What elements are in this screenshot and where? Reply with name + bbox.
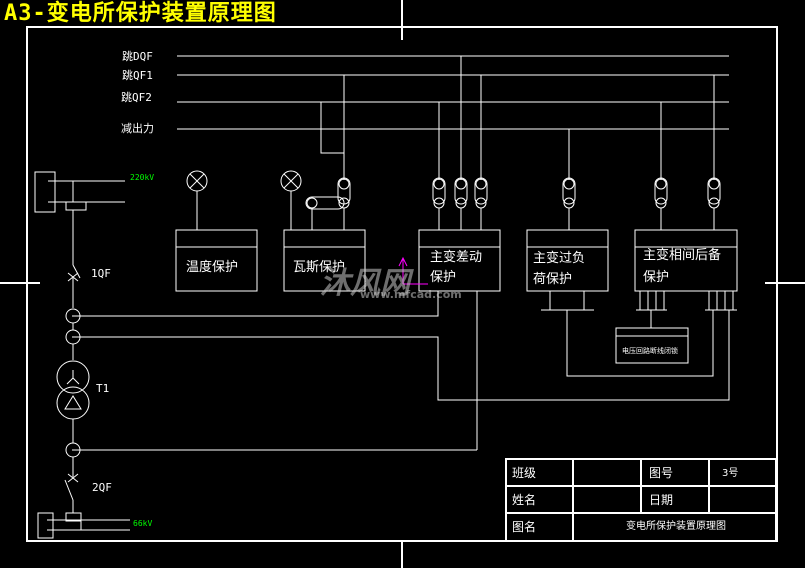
drawing-no-value: 3号 bbox=[722, 468, 739, 479]
title-block bbox=[505, 458, 777, 542]
drawing-name-label: 图名 bbox=[512, 520, 537, 534]
overload-protection-line2: 荷保护 bbox=[533, 272, 573, 287]
backup-protection-line1: 主变相间后备 bbox=[643, 248, 722, 263]
backup-protection-line2: 保护 bbox=[643, 270, 670, 285]
transformer-label: T1 bbox=[96, 382, 110, 395]
bus-label-trip-dqf: 跳DQF bbox=[122, 50, 153, 63]
bus-label-reduce-output: 减出力 bbox=[121, 122, 154, 135]
drawing-name-value: 变电所保护装置原理图 bbox=[626, 521, 726, 532]
drawing-title: A3-变电所保护装置原理图 bbox=[4, 1, 277, 26]
breaker-1qf-label: 1QF bbox=[91, 267, 111, 280]
gas-protection-box: 瓦斯保护 bbox=[293, 260, 346, 275]
relay-contact-icons bbox=[305, 177, 721, 210]
breaker-2qf-label: 2QF bbox=[92, 481, 112, 494]
voltage-high-label: 220kV bbox=[130, 173, 155, 182]
date-label: 日期 bbox=[649, 493, 674, 507]
differential-protection-line1: 主变差动 bbox=[430, 250, 483, 265]
overload-protection-line1: 主变过负 bbox=[533, 251, 586, 266]
voltage-low-label: 66kV bbox=[133, 519, 153, 528]
name-label: 姓名 bbox=[512, 493, 537, 507]
indicator-lamp-icons bbox=[186, 170, 302, 230]
voltage-circuit-lockout-box: 电压回路断线闭锁 bbox=[622, 347, 678, 355]
drawing-no-label: 图号 bbox=[649, 466, 674, 480]
temperature-protection-box: 温度保护 bbox=[186, 260, 239, 275]
class-label: 班级 bbox=[512, 466, 537, 480]
bus-label-trip-qf1: 跳QF1 bbox=[122, 69, 153, 82]
bus-label-trip-qf2: 跳QF2 bbox=[121, 91, 152, 104]
watermark-brand: 沐风网 bbox=[320, 266, 410, 301]
watermark-url: www.mfcad.com bbox=[360, 288, 462, 301]
ucs-marker-icon bbox=[398, 256, 428, 285]
differential-protection-line2: 保护 bbox=[430, 270, 457, 285]
